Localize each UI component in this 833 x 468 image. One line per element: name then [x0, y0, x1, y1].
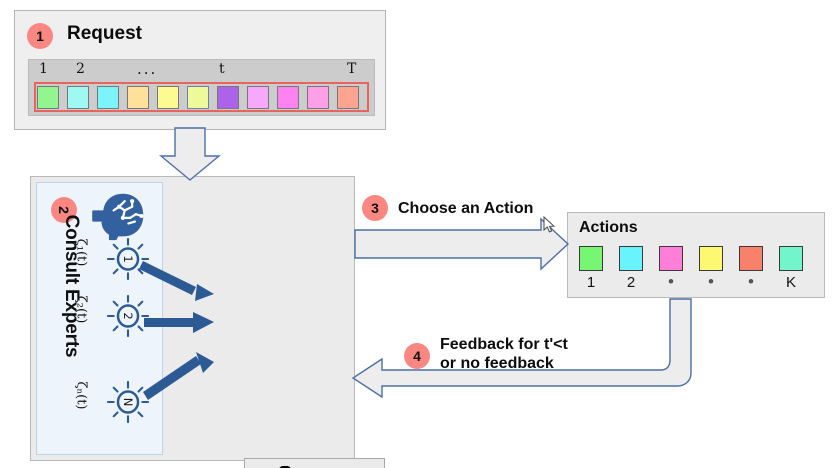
expert-zeta-label: ζₙ(t) [73, 381, 89, 410]
player-box: Player [244, 458, 385, 468]
feedback-line-2: or no feedback [440, 355, 554, 372]
timeline-swatch [277, 86, 299, 109]
step-badge-3: 3 [362, 195, 388, 221]
request-panel: 1 Request 1 2... t T [14, 10, 386, 130]
choose-action-arrow [354, 217, 570, 271]
feedback-label: Feedback for t'<t or no feedback [440, 335, 568, 373]
timeline-tick: t [219, 61, 225, 77]
action-swatch[interactable] [779, 246, 803, 271]
action-label: • [708, 272, 714, 291]
action-label: 1 [586, 274, 596, 291]
expert-lightbulb-icon: 2 [106, 294, 150, 338]
expert-zeta-label: ζ₁(t) [73, 238, 89, 267]
timeline-swatch [247, 86, 269, 109]
step-badge-4: 4 [404, 343, 430, 369]
timeline-swatch [67, 86, 89, 109]
action-label: 2 [626, 274, 636, 291]
timeline-tick: 1 [39, 61, 48, 77]
main-stage-panel: 2 Consult Experts [30, 176, 385, 468]
mouse-cursor-icon [543, 215, 556, 234]
svg-text:2: 2 [121, 312, 135, 319]
action-swatch[interactable] [739, 246, 763, 271]
timeline-swatch [37, 86, 59, 109]
down-block-arrow [159, 127, 221, 181]
timeline-swatch [157, 86, 179, 109]
timeline-swatch [337, 86, 359, 109]
timeline-swatch [97, 86, 119, 109]
action-swatch[interactable] [579, 246, 603, 271]
actions-panel: Actions 1 2 • • • K [567, 212, 825, 298]
consult-experts-panel: 2 Consult Experts [36, 182, 163, 455]
brain-head-icon [91, 190, 151, 242]
person-icon [257, 465, 313, 468]
timeline-tick: ... [137, 60, 158, 78]
svg-text:1: 1 [121, 255, 135, 262]
action-swatch[interactable] [619, 246, 643, 271]
action-swatch[interactable] [659, 246, 683, 271]
timeline-highlight-outline [34, 82, 369, 112]
action-label: • [668, 272, 674, 291]
actions-title: Actions [579, 219, 638, 236]
svg-text:N: N [121, 398, 135, 407]
timeline-swatch [187, 86, 209, 109]
choose-action-label: Choose an Action [398, 200, 534, 217]
request-timeline-strip: 1 2... t T [28, 59, 375, 116]
timeline-swatch [127, 86, 149, 109]
action-label: K [785, 274, 796, 291]
expert-lightbulb-icon: N [106, 380, 150, 424]
timeline-swatch [307, 86, 329, 109]
expert-zeta-label: ζ₂(t) [73, 295, 89, 324]
action-swatch[interactable] [699, 246, 723, 271]
feedback-line-1: Feedback for t'<t [440, 336, 568, 353]
timeline-tick: 2 [76, 61, 85, 77]
expert-lightbulb-icon: 1 [106, 237, 150, 281]
timeline-tick: T [347, 61, 357, 77]
step-badge-1: 1 [27, 23, 53, 49]
action-label: • [748, 272, 754, 291]
request-title: Request [67, 23, 142, 44]
timeline-swatch [217, 86, 239, 109]
